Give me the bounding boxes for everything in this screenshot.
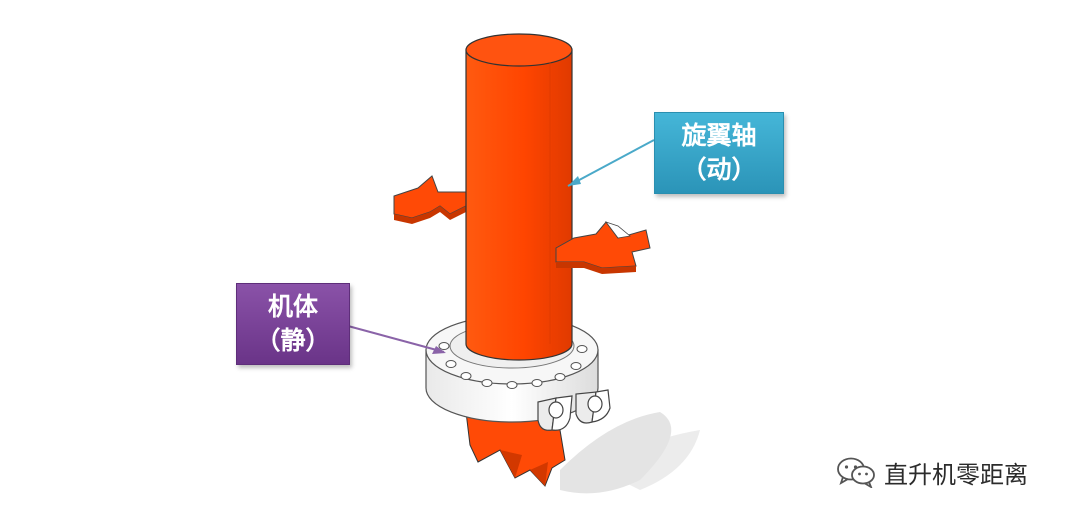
blade-stub-left — [393, 175, 467, 224]
watermark: 直升机零距离 — [836, 452, 1028, 492]
airframe-label-line2: （静） — [255, 326, 331, 355]
shadow — [600, 430, 700, 490]
rotor-shaft-label-line2: （动） — [681, 155, 757, 184]
wechat-icon — [837, 457, 875, 488]
leader-line-rotor — [567, 139, 655, 187]
airframe-label-line1: 机体 — [267, 292, 318, 321]
airframe-label: 机体 （静） — [236, 283, 350, 365]
lug-bracket — [537, 389, 611, 431]
leader-line-airframe — [347, 325, 446, 354]
blade-stub-right — [555, 221, 651, 274]
rotor-shaft — [465, 33, 573, 361]
watermark-text: 直升机零距离 — [884, 460, 1028, 489]
bolt-holes — [438, 342, 588, 389]
rotor-shaft-label: 旋翼轴 （动） — [654, 112, 784, 194]
rotor-shaft-label-line1: 旋翼轴 — [681, 121, 757, 150]
